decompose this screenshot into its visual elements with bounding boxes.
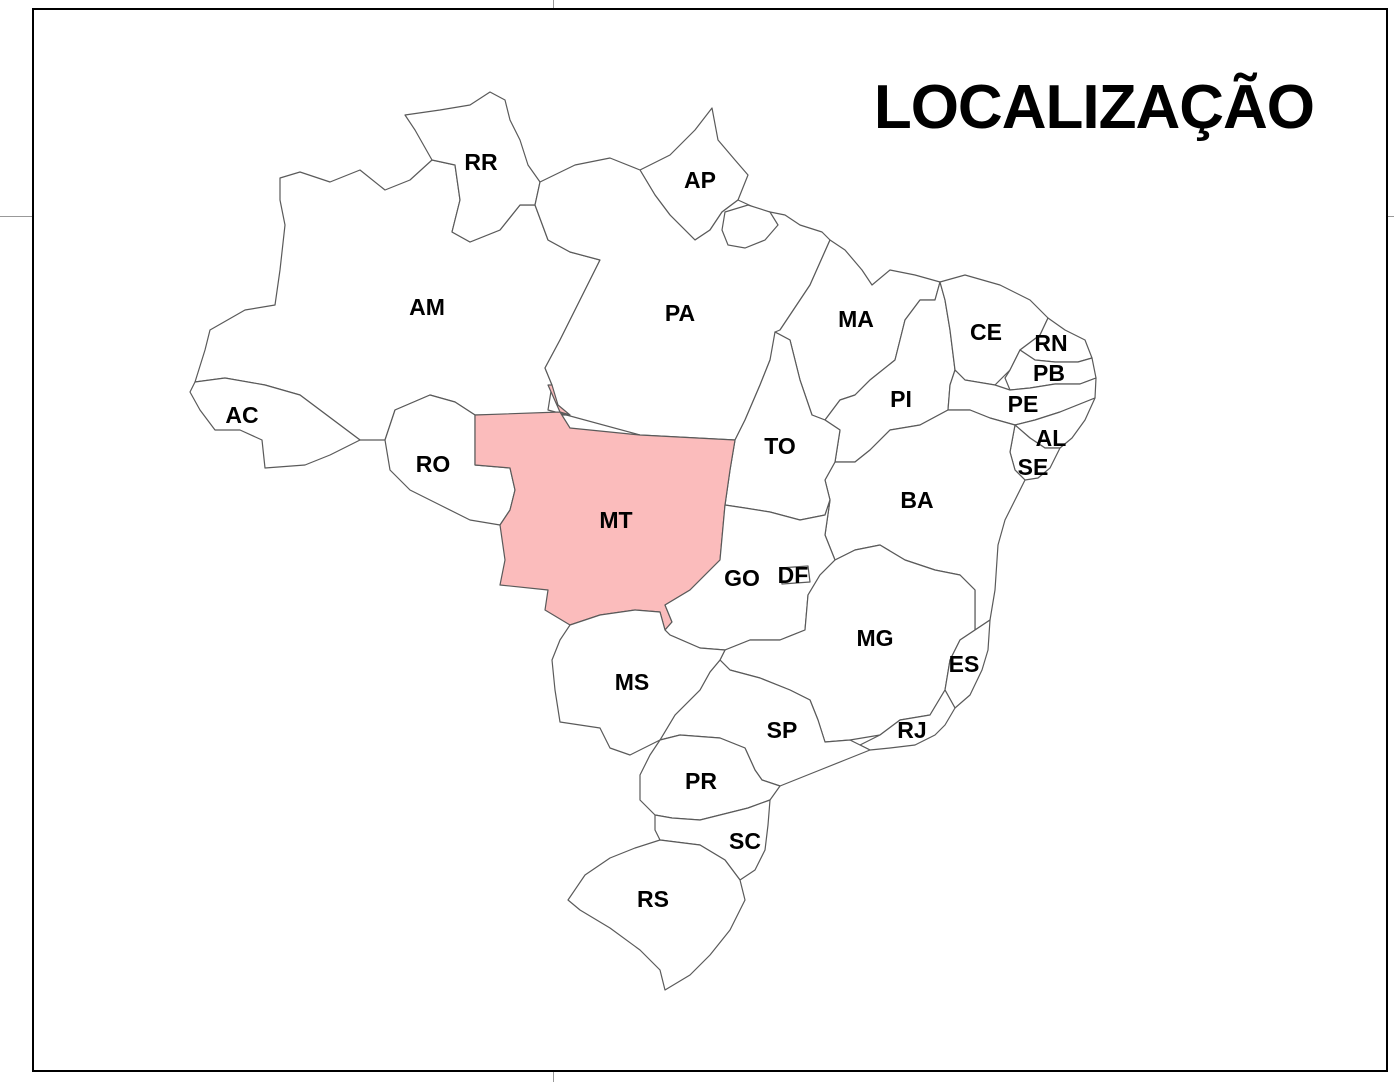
label-pi: PI — [890, 386, 912, 412]
label-go: GO — [724, 565, 760, 591]
label-ac: AC — [225, 402, 258, 428]
label-ro: RO — [416, 451, 451, 477]
label-sp: SP — [767, 717, 798, 743]
label-ce: CE — [970, 319, 1002, 345]
label-pr: PR — [685, 768, 717, 794]
state-df[interactable] — [779, 565, 811, 585]
state-labels: RR AP AM PA MA CE RN PB PI PE AC AL TO R… — [225, 149, 1067, 912]
marajo-island — [721, 204, 779, 249]
state-ms[interactable] — [551, 609, 726, 756]
label-ms: MS — [615, 669, 650, 695]
crop-mark-left — [0, 216, 32, 217]
label-df: DF — [778, 562, 809, 588]
crop-mark-top — [553, 0, 554, 8]
crop-mark-bottom — [553, 1072, 554, 1082]
label-to: TO — [764, 433, 796, 459]
label-am: AM — [409, 294, 445, 320]
state-es[interactable] — [944, 619, 991, 709]
label-pb: PB — [1033, 360, 1065, 386]
state-ac[interactable] — [189, 377, 361, 469]
label-pa: PA — [665, 300, 695, 326]
label-mg: MG — [856, 625, 893, 651]
label-rn: RN — [1034, 330, 1067, 356]
label-rj: RJ — [897, 717, 926, 743]
label-sc: SC — [729, 828, 761, 854]
label-mt: MT — [599, 507, 632, 533]
state-rs[interactable] — [567, 839, 746, 991]
label-rs: RS — [637, 886, 669, 912]
label-ma: MA — [838, 306, 874, 332]
label-es: ES — [949, 651, 980, 677]
label-al: AL — [1036, 425, 1067, 451]
label-ap: AP — [684, 167, 716, 193]
label-ba: BA — [900, 487, 933, 513]
crop-mark-right — [1388, 216, 1394, 217]
label-pe: PE — [1008, 391, 1039, 417]
label-rr: RR — [464, 149, 498, 175]
map-title: LOCALIZAÇÃO — [873, 73, 1315, 142]
label-se: SE — [1018, 454, 1049, 480]
